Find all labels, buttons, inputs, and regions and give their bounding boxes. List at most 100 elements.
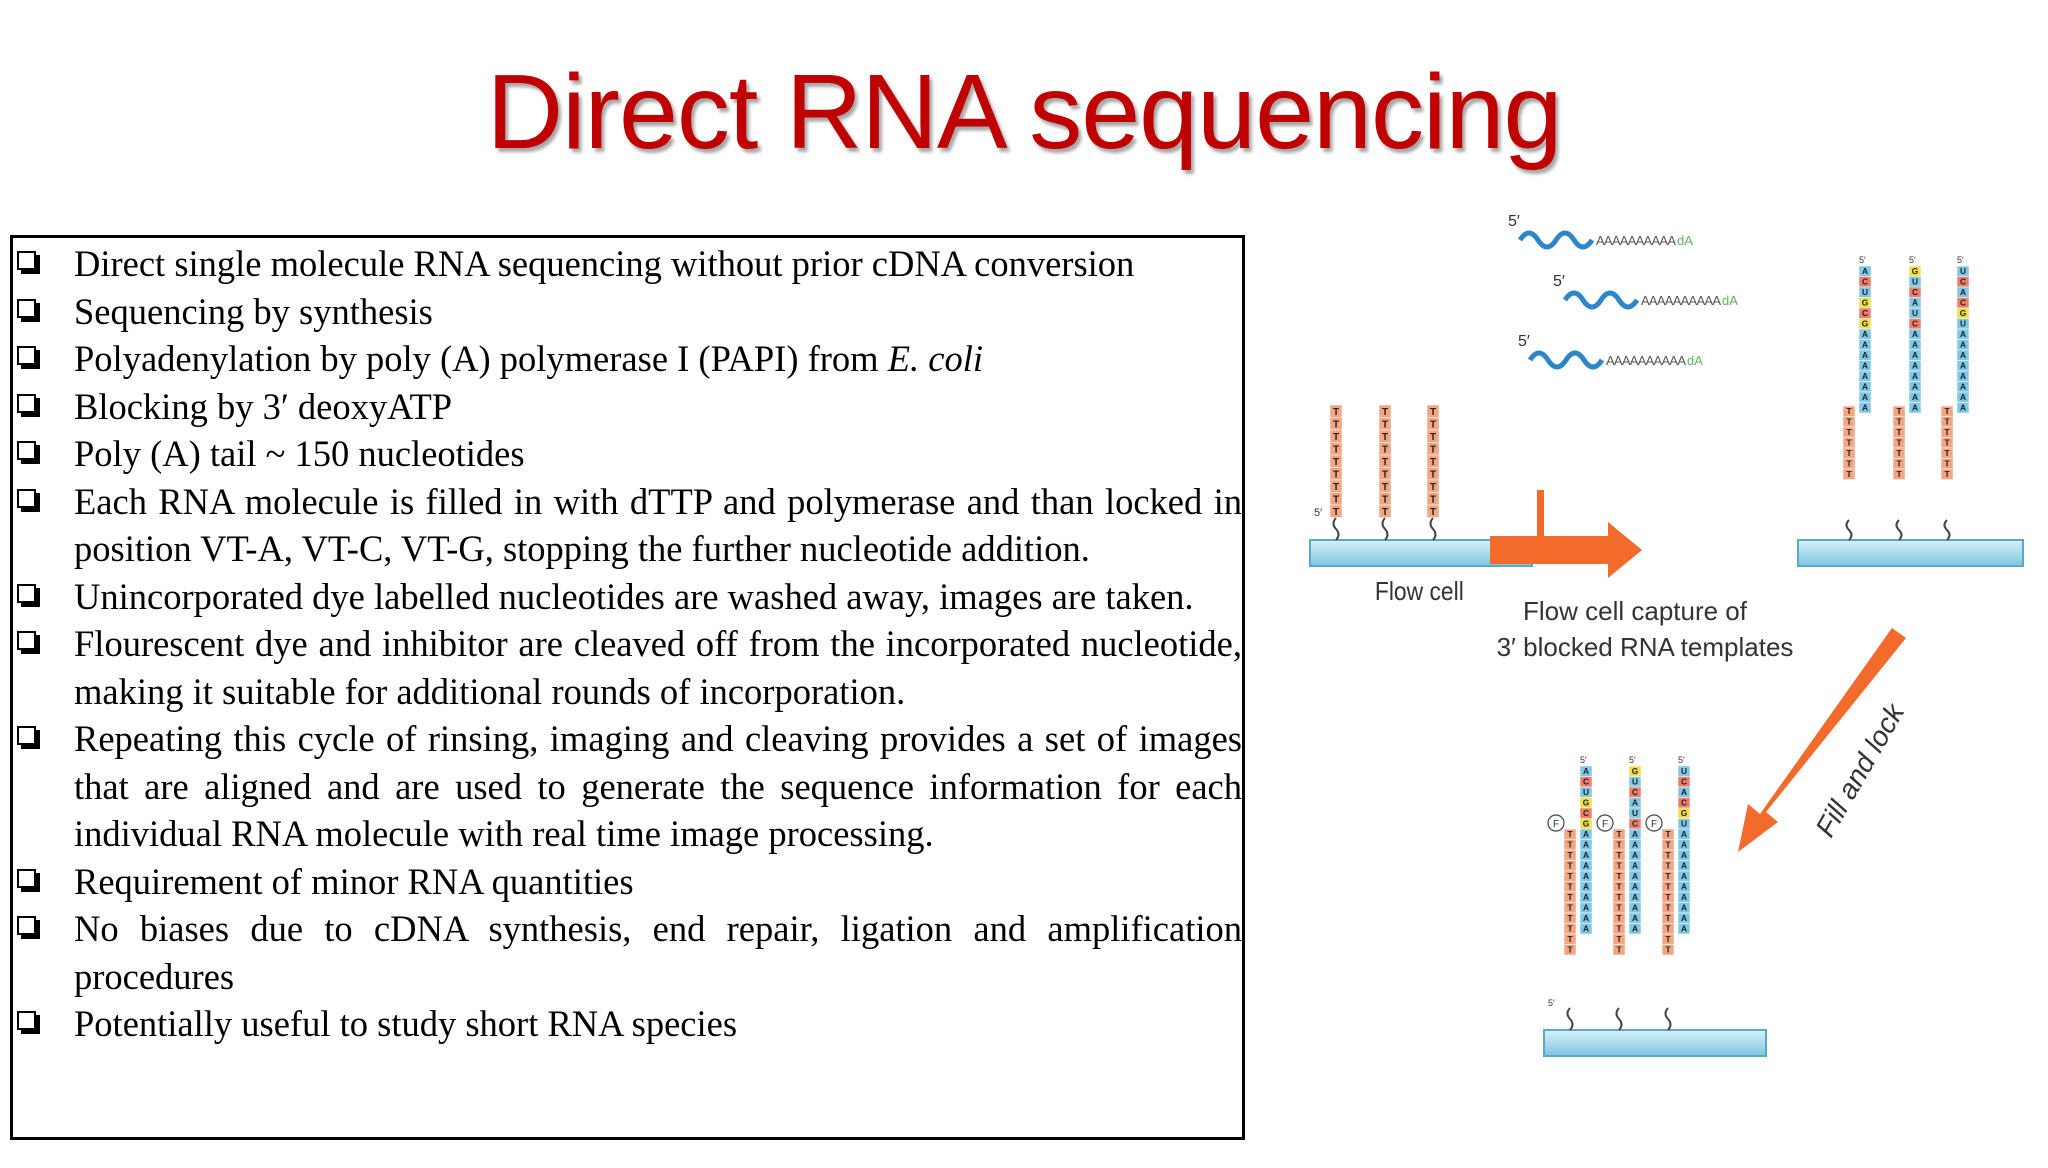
captured-rna-strand-base: A [1912,403,1918,413]
locked-rna-strand-base: A [1681,861,1687,871]
oligo-dt-strand-base: T [1896,459,1902,469]
checkbox-bullet-icon [17,488,40,512]
checkbox-bullet-icon [17,441,40,464]
captured-rna-strand-base: A [1960,350,1966,360]
bullet-text: Direct single molecule RNA sequencing wi… [74,243,1135,284]
captured-rna-strand-base: G [1862,298,1869,308]
strand-layer: TTTTTTTTT5′TTTTTTTTTTTTTTTTTT5′AAAAAAAAA… [1314,213,1970,1031]
captured-rna-strand-base: A [1862,392,1868,402]
captured-rna-strand-base: G [1960,308,1967,318]
oligo-dt-strand-base: T [1896,427,1902,437]
filled-dt-strand-base: T [1665,850,1671,860]
prime-5-label: 5′ [1518,333,1530,350]
locked-rna-strand-base: A [1681,829,1687,839]
bullet-list-box: Direct single molecule RNA sequencing wi… [10,235,1245,1140]
oligo-dt-strand-base: T [1382,507,1388,518]
filled-dt-strand-base: T [1567,882,1573,892]
linker [1615,1007,1623,1031]
locked-rna-strand-base: A [1632,871,1638,881]
filled-dt-strand-cell [1612,944,1626,956]
prime-5-label: 5′ [1957,255,1964,265]
da-label: dA [1687,353,1703,368]
locked-rna-strand-base: A [1583,766,1589,776]
locked-rna-strand-base: A [1583,892,1589,902]
oligo-dt-strand-base: T [1333,457,1339,468]
oligo-dt-strand-base: T [1846,417,1852,427]
captured-rna-strand-base: G [1912,266,1919,276]
oligo-dt-strand-base: T [1944,448,1950,458]
list-item: Unincorporated dye labelled nucleotides … [13,573,1242,621]
filled-dt-strand-base: T [1616,850,1622,860]
list-item: Direct single molecule RNA sequencing wi… [13,240,1242,288]
locked-rna-strand-base: A [1632,924,1638,934]
flow-cell-plate [1797,539,2024,567]
locked-rna-strand-base: U [1681,766,1687,776]
captured-rna-strand-base: U [1912,308,1918,318]
oligo-dt-strand-base: T [1333,419,1339,430]
oligo-dt-strand-base: T [1333,444,1339,455]
filled-dt-strand-base: T [1567,934,1573,944]
locked-rna-strand-base: A [1681,787,1687,797]
locked-rna-strand-base: C [1681,777,1687,787]
captured-rna-strand-base: A [1960,329,1966,339]
linker [1664,1007,1672,1031]
filled-dt-strand-base: T [1567,829,1573,839]
oligo-dt-strand-base: T [1846,469,1852,479]
oligo-dt-strand-base: T [1896,469,1902,479]
filled-dt-strand-base: T [1616,934,1622,944]
locked-rna-strand-cell [1677,923,1691,935]
rna-template-wave [1517,230,1595,250]
checkbox-bullet-icon [17,726,40,749]
filled-dt-strand-base: T [1665,903,1671,913]
captured-rna-strand-base: A [1862,371,1868,381]
linker [1332,517,1340,541]
filled-dt-strand-base: T [1616,903,1622,913]
oligo-dt-strand-base: T [1944,417,1950,427]
oligo-dt-strand-base: T [1333,482,1339,493]
filled-dt-strand-base: T [1616,892,1622,902]
bullet-text: Blocking by 3′ deoxyATP [74,385,453,427]
rna-template-wave [1562,290,1640,310]
checkbox-bullet-icon [17,346,40,369]
locked-rna-strand-base: A [1681,892,1687,902]
oligo-dt-strand-base: T [1846,406,1852,416]
oligo-dt-strand-base: T [1896,438,1902,448]
oligo-dt-strand-base: T [1333,432,1339,443]
bullet-text: Polyadenylation by poly (A) polymerase I… [74,338,888,379]
oligo-dt-strand-cell [1892,468,1906,480]
locked-rna-strand-cell [1579,923,1593,935]
prime-5-label: 5′ [1859,255,1866,265]
captured-rna-strand-base: A [1862,403,1868,413]
linker [1566,1007,1574,1031]
locked-rna-strand-base: G [1583,819,1590,829]
locked-rna-strand-base: A [1632,882,1638,892]
checkbox-bullet-icon [17,251,40,274]
list-item: Flourescent dye and inhibitor are cleave… [13,620,1242,715]
oligo-dt-strand-base: T [1333,494,1339,505]
locked-rna-strand-base: A [1583,861,1589,871]
locked-rna-strand-base: A [1632,903,1638,913]
prime-5-label: 5′ [1548,998,1555,1008]
captured-rna-strand-base: A [1862,329,1868,339]
linker [1845,519,1853,541]
page-title: Direct RNA sequencing [486,53,1563,171]
fluor-dye-label: F [1651,819,1657,830]
locked-rna-strand-base: G [1583,798,1590,808]
fill-and-lock-arrow-icon [1738,628,1906,852]
locked-rna-strand-base: A [1681,924,1687,934]
oligo-dt-strand-base: T [1382,494,1388,505]
fluor-dye-label: F [1553,819,1559,830]
flow-cell-label: Flow cell [1375,578,1464,607]
da-label: dA [1722,293,1738,308]
prime-5-label: 5′ [1580,755,1587,765]
filled-dt-strand-base: T [1665,829,1671,839]
fluor-dye-icon [1645,814,1663,832]
oligo-dt-strand-base: T [1944,427,1950,437]
filled-dt-strand-cell [1563,944,1577,956]
locked-rna-strand-base: A [1632,850,1638,860]
bullet-text: Each RNA molecule is filled in with dTTP… [74,480,1242,570]
locked-rna-strand-base: A [1632,913,1638,923]
filled-dt-strand-base: T [1616,871,1622,881]
capture-label-line1: Flow cell capture of [1523,596,1748,626]
bullet-text: Flourescent dye and inhibitor are cleave… [74,623,1242,712]
